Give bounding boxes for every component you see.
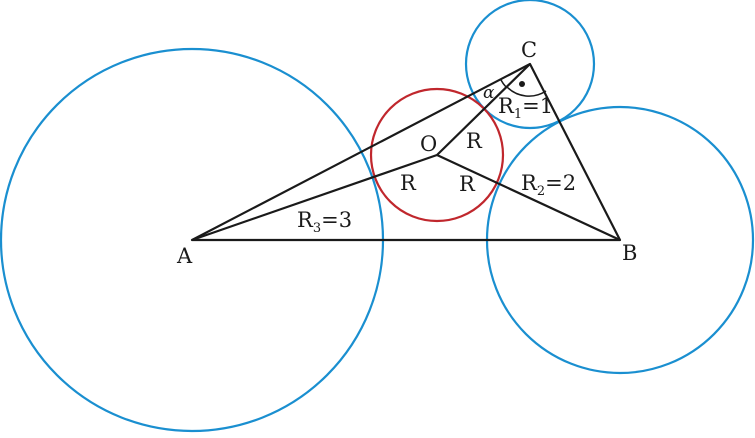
label-r1-main: R xyxy=(498,94,515,118)
label-r3-sub: 3 xyxy=(313,221,321,236)
svg-text:R3=3: R3=3 xyxy=(297,208,352,236)
circle-o xyxy=(369,87,505,223)
label-r3-main: R xyxy=(297,208,314,232)
segment-oa xyxy=(191,153,438,242)
label-c: C xyxy=(521,38,537,62)
right-angle-arc xyxy=(506,86,547,97)
label-o: O xyxy=(420,132,437,156)
label-r1-sub: 1 xyxy=(514,107,522,122)
svg-text:R2=2: R2=2 xyxy=(521,171,576,199)
angle-alpha-arc xyxy=(500,79,507,88)
label-b: B xyxy=(622,241,637,265)
label-r1-value: =1 xyxy=(522,94,553,118)
label-r-ob: R xyxy=(459,172,476,196)
svg-text:R1=1: R1=1 xyxy=(498,94,553,122)
label-a: A xyxy=(176,244,193,268)
label-r3-value: =3 xyxy=(321,208,352,232)
circle-c xyxy=(464,0,596,130)
label-r2-value: =2 xyxy=(545,171,576,195)
label-r-oc: R xyxy=(466,129,483,153)
right-angle-dot xyxy=(519,81,525,87)
segment-oc xyxy=(436,63,531,156)
label-r2-main: R xyxy=(521,171,538,195)
label-r2-sub: 2 xyxy=(537,184,545,199)
label-r1: R1=1 xyxy=(498,94,553,122)
label-r-oa: R xyxy=(400,171,417,195)
segment-ob xyxy=(436,154,621,241)
triangle-abc xyxy=(190,62,622,242)
label-r3: R3=3 xyxy=(297,208,352,236)
label-r2: R2=2 xyxy=(521,171,576,199)
label-alpha: α xyxy=(483,83,495,103)
